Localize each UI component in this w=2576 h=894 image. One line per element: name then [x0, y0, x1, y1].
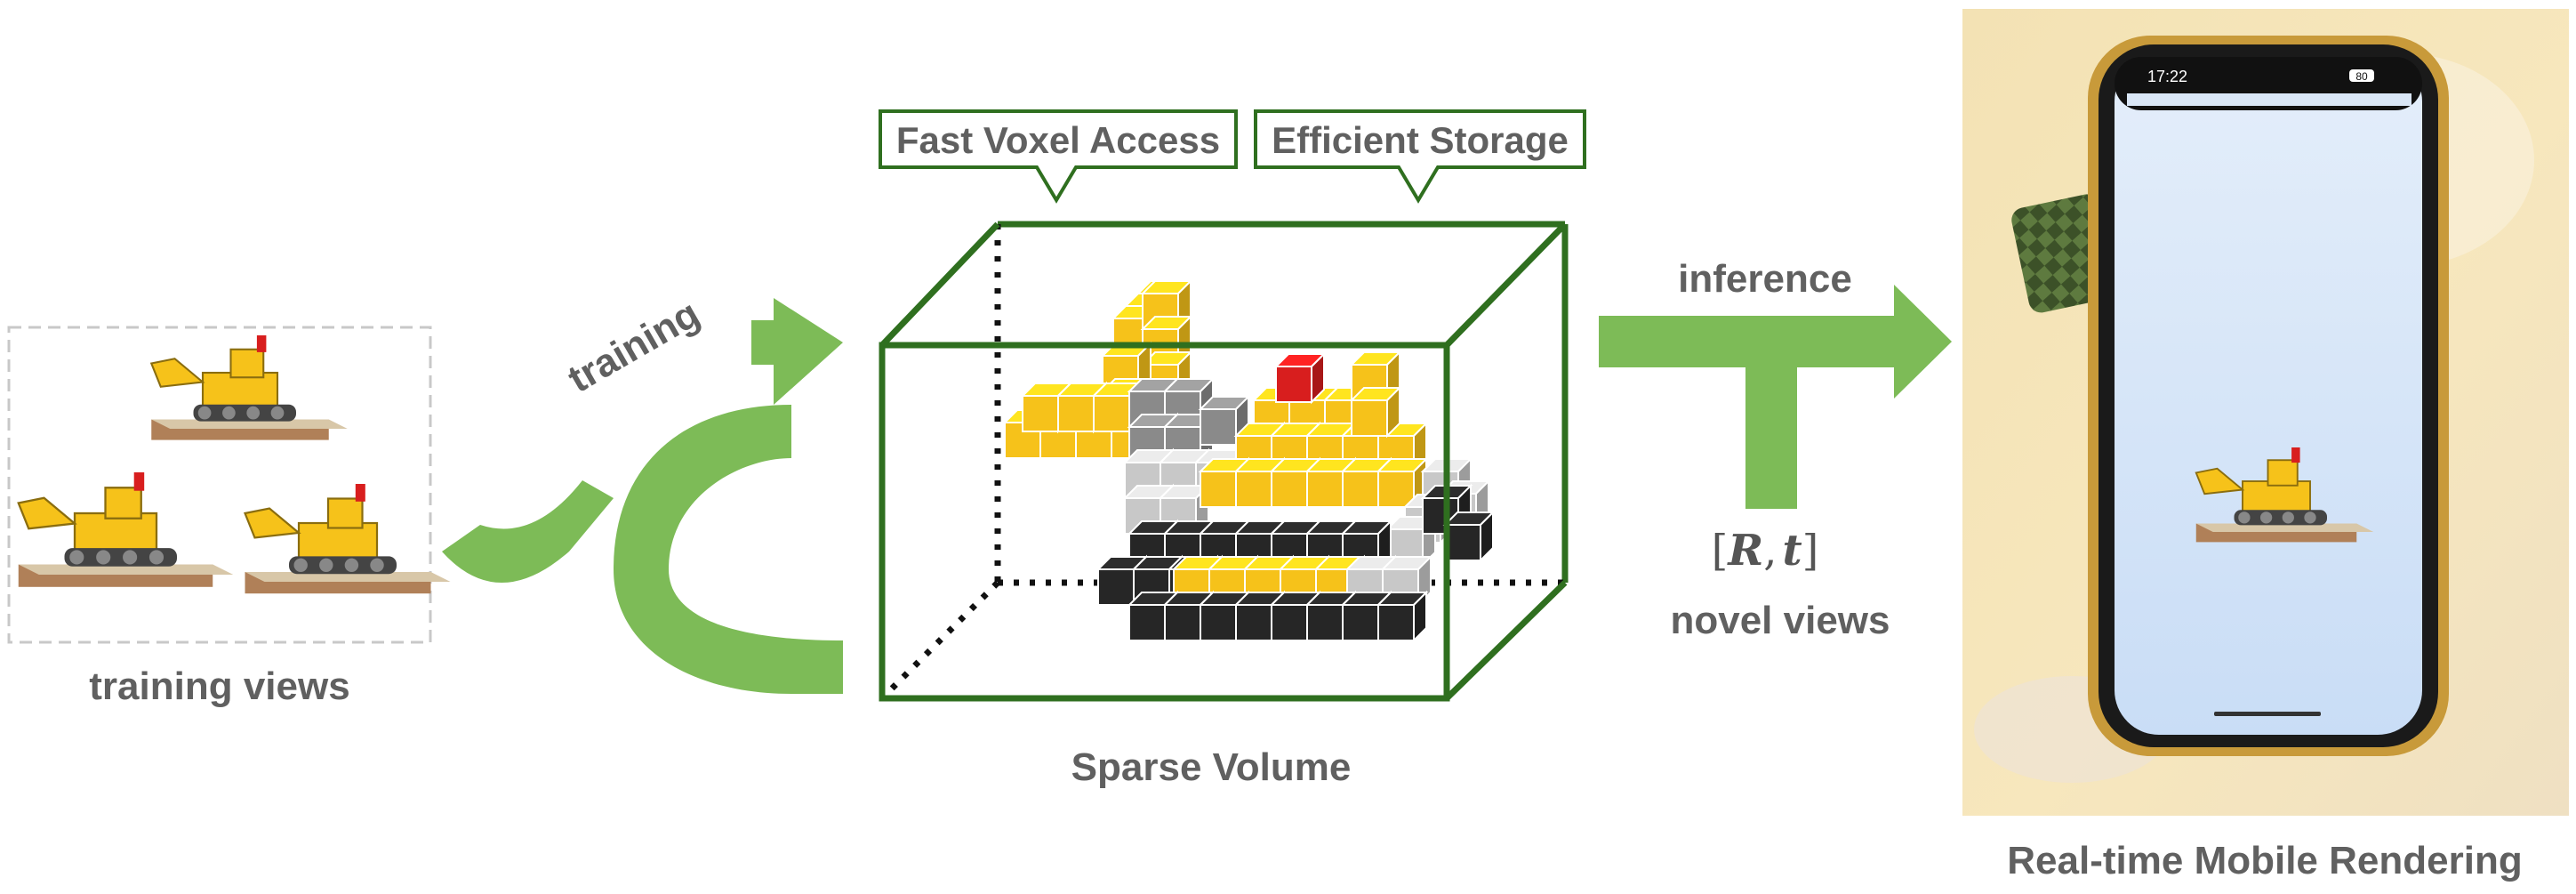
voxel-structure — [1002, 278, 1496, 643]
fast-voxel-access-label: Fast Voxel Access — [896, 119, 1220, 161]
training-views-frame — [7, 326, 432, 644]
pose-label: [R,t] — [1712, 526, 1819, 576]
training-arrow — [442, 298, 843, 694]
inference-arrow — [1599, 285, 1952, 509]
training-views-panel — [7, 326, 452, 644]
phone-icon: 17:22 80 — [2088, 36, 2449, 756]
phone-time: 17:22 — [2147, 68, 2187, 85]
training-label: training — [561, 292, 707, 401]
voxel — [1376, 456, 1429, 510]
bulldozer-icon — [150, 334, 349, 441]
voxel — [1349, 385, 1402, 439]
real-time-label: Real-time Mobile Rendering — [2007, 839, 2522, 882]
training-views-label: training views — [89, 664, 349, 708]
sparse-volume-box-front — [879, 221, 1568, 702]
efficient-storage-label: Efficient Storage — [1272, 119, 1569, 161]
bulldozer-icon — [244, 482, 452, 595]
sparse-volume-label: Sparse Volume — [1071, 745, 1352, 789]
phone-photo: 17:22 80 — [1962, 9, 2569, 816]
fast-voxel-access-callout: Fast Voxel Access — [879, 109, 1238, 204]
sparse-volume-box-back — [879, 221, 1569, 701]
efficient-storage-callout: Efficient Storage — [1254, 109, 1586, 204]
novel-views-label: novel views — [1670, 599, 1890, 642]
inference-label: inference — [1678, 257, 1852, 301]
voxel — [1376, 590, 1429, 643]
bulldozer-icon — [17, 471, 235, 588]
voxel — [1442, 510, 1496, 563]
voxel — [1273, 351, 1327, 405]
phone-battery: 80 — [2355, 70, 2368, 83]
